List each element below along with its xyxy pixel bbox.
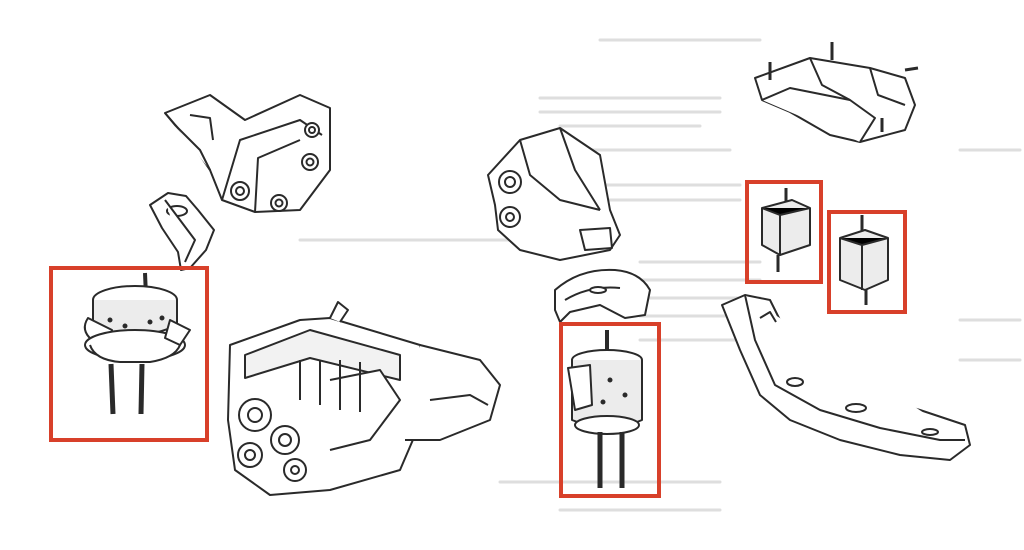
- small-mount-left-drawing: [761, 188, 811, 272]
- center-bracket-drawing: [487, 127, 621, 261]
- cover-plate-drawing: [554, 268, 651, 323]
- engine-transmission-drawing: [227, 301, 501, 496]
- small-mount-right-drawing: [839, 215, 889, 305]
- highlight-box-front-mount: [49, 266, 209, 442]
- crossmember-drawing: [721, 294, 971, 461]
- bracket-plate-drawing: [149, 192, 215, 271]
- front-mount-drawing: [83, 272, 191, 415]
- highlight-box-small-mount-left: [745, 180, 823, 284]
- highlight-box-small-mount-right: [827, 210, 907, 314]
- highlight-box-center-mount: [559, 322, 661, 498]
- rear-upper-bracket-drawing: [164, 94, 331, 213]
- center-mount-drawing: [567, 330, 643, 488]
- top-right-bracket-drawing: [754, 42, 919, 143]
